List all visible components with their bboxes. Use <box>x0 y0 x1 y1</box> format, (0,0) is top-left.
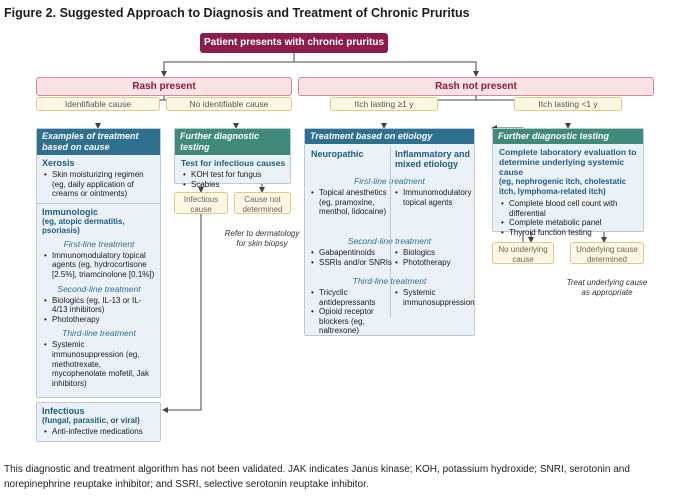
figure-title: Figure 2. Suggested Approach to Diagnosi… <box>4 6 470 20</box>
etiology-first-neuro-item: Topical anesthetics (eg, pramoxine, ment… <box>311 188 395 217</box>
immunologic-third-item: Systemic immunosuppression (eg, methotre… <box>44 340 156 388</box>
column-divider <box>390 147 391 317</box>
etiology-second-inflam-item: Phototherapy <box>395 258 481 268</box>
infectious-cause-node: Infectious cause <box>174 192 228 214</box>
further-testing-right-header: Further diagnostic testing <box>493 129 643 144</box>
etiology-third-neuro-item: Tricyclic antidepressants <box>311 288 395 307</box>
further-testing-right-title: Complete laboratory evaluation to determ… <box>499 147 637 177</box>
xerosis-section: Xerosis Skin moisturizing regimen (eg, d… <box>37 155 160 199</box>
rash-absent-node: Rash not present <box>298 77 654 96</box>
infectious-subtitle: (fungal, parasitic, or viral) <box>42 416 140 425</box>
infectious-panel: Infectious (fungal, parasitic, or viral)… <box>36 402 161 442</box>
infectious-title: Infectious <box>42 406 85 416</box>
further-testing-left-item: Scabies <box>183 180 286 190</box>
further-testing-right-item: Complete metabolic panel <box>501 218 639 228</box>
neuropathic-column-title: Neuropathic <box>311 149 364 159</box>
further-testing-left-title: Test for infectious causes <box>181 158 286 168</box>
etiology-second-neuro-item: Gabapentinoids <box>311 248 397 258</box>
etiology-header: Treatment based on etiology <box>305 129 474 144</box>
start-node: Patient presents with chronic pruritus <box>200 33 388 53</box>
further-testing-left-item: KOH test for fungus <box>183 170 286 180</box>
further-testing-right-item: Complete blood cell count with different… <box>501 199 639 218</box>
identifiable-cause-node: Identifiable cause <box>36 97 160 111</box>
xerosis-item: Skin moisturizing regimen (eg, daily app… <box>44 170 156 199</box>
etiology-third-inflam-item: Systemic immunosuppression <box>395 288 481 307</box>
further-testing-left-header: Further diagnostic testing <box>175 129 290 155</box>
immunologic-title: Immunologic <box>42 206 98 217</box>
immunologic-section: Immunologic (eg, atopic dermatitis, psor… <box>37 202 160 389</box>
etiology-second-label: Second-line treatment <box>347 236 432 246</box>
immunologic-second-item: Phototherapy <box>44 315 156 325</box>
rash-present-node: Rash present <box>36 77 292 96</box>
further-testing-right-item: Thyroid function testing <box>501 228 639 238</box>
etiology-third-neuro-item: Opioid receptor blockers (eg, naltrexone… <box>311 307 395 336</box>
inflammatory-column-title: Inflammatory and mixed etiology <box>395 149 471 169</box>
cause-not-determined-node: Cause not determined <box>234 192 291 214</box>
etiology-first-inflam-item: Immunomodulatory topical agents <box>395 188 481 207</box>
etiology-third-label: Third-line treatment <box>352 276 427 286</box>
no-underlying-cause-node: No underlying cause <box>492 242 554 264</box>
examples-header: Examples of treatment based on cause <box>37 129 160 155</box>
etiology-second-inflam-item: Biologics <box>395 248 481 258</box>
etiology-first-label: First-line treatment <box>354 176 425 186</box>
infectious-item: Anti-infective medications <box>44 427 156 437</box>
further-testing-left-panel: Further diagnostic testing Test for infe… <box>174 128 291 189</box>
immunologic-second-item: Biologics (eg, IL-13 or IL-4/13 inhibito… <box>44 296 156 315</box>
itch-long-node: Itch lasting ≥1 y <box>330 97 438 111</box>
immunologic-subtitle: (eg, atopic dermatitis, psoriasis) <box>42 216 125 235</box>
examples-panel: Examples of treatment based on cause Xer… <box>36 128 161 398</box>
immunologic-third-label: Third-line treatment <box>62 328 136 339</box>
itch-short-node: Itch lasting <1 y <box>514 97 622 111</box>
further-testing-right-panel: Further diagnostic testing Complete labo… <box>492 128 644 237</box>
etiology-panel: Treatment based on etiology Neuropathic … <box>304 128 475 336</box>
immunologic-first-item: Immunomodulatory topical agents (eg, hyd… <box>44 251 156 280</box>
treat-underlying-note: Treat underlying cause as appropriate <box>566 278 648 297</box>
figure-caption: This diagnostic and treatment algorithm … <box>4 464 630 490</box>
xerosis-title: Xerosis <box>42 158 75 168</box>
immunologic-first-label: First-line treatment <box>63 238 135 249</box>
underlying-cause-determined-node: Underlying cause determined <box>570 242 644 264</box>
immunologic-second-label: Second-line treatment <box>57 283 141 294</box>
no-identifiable-cause-node: No identifiable cause <box>166 97 292 111</box>
refer-dermatology-note: Refer to dermatology for skin biopsy <box>224 229 300 248</box>
etiology-second-neuro-item: SSRIs and/or SNRIs <box>311 258 397 268</box>
further-testing-right-subtitle: (eg, nephrogenic itch, cholestatic itch,… <box>499 177 627 196</box>
